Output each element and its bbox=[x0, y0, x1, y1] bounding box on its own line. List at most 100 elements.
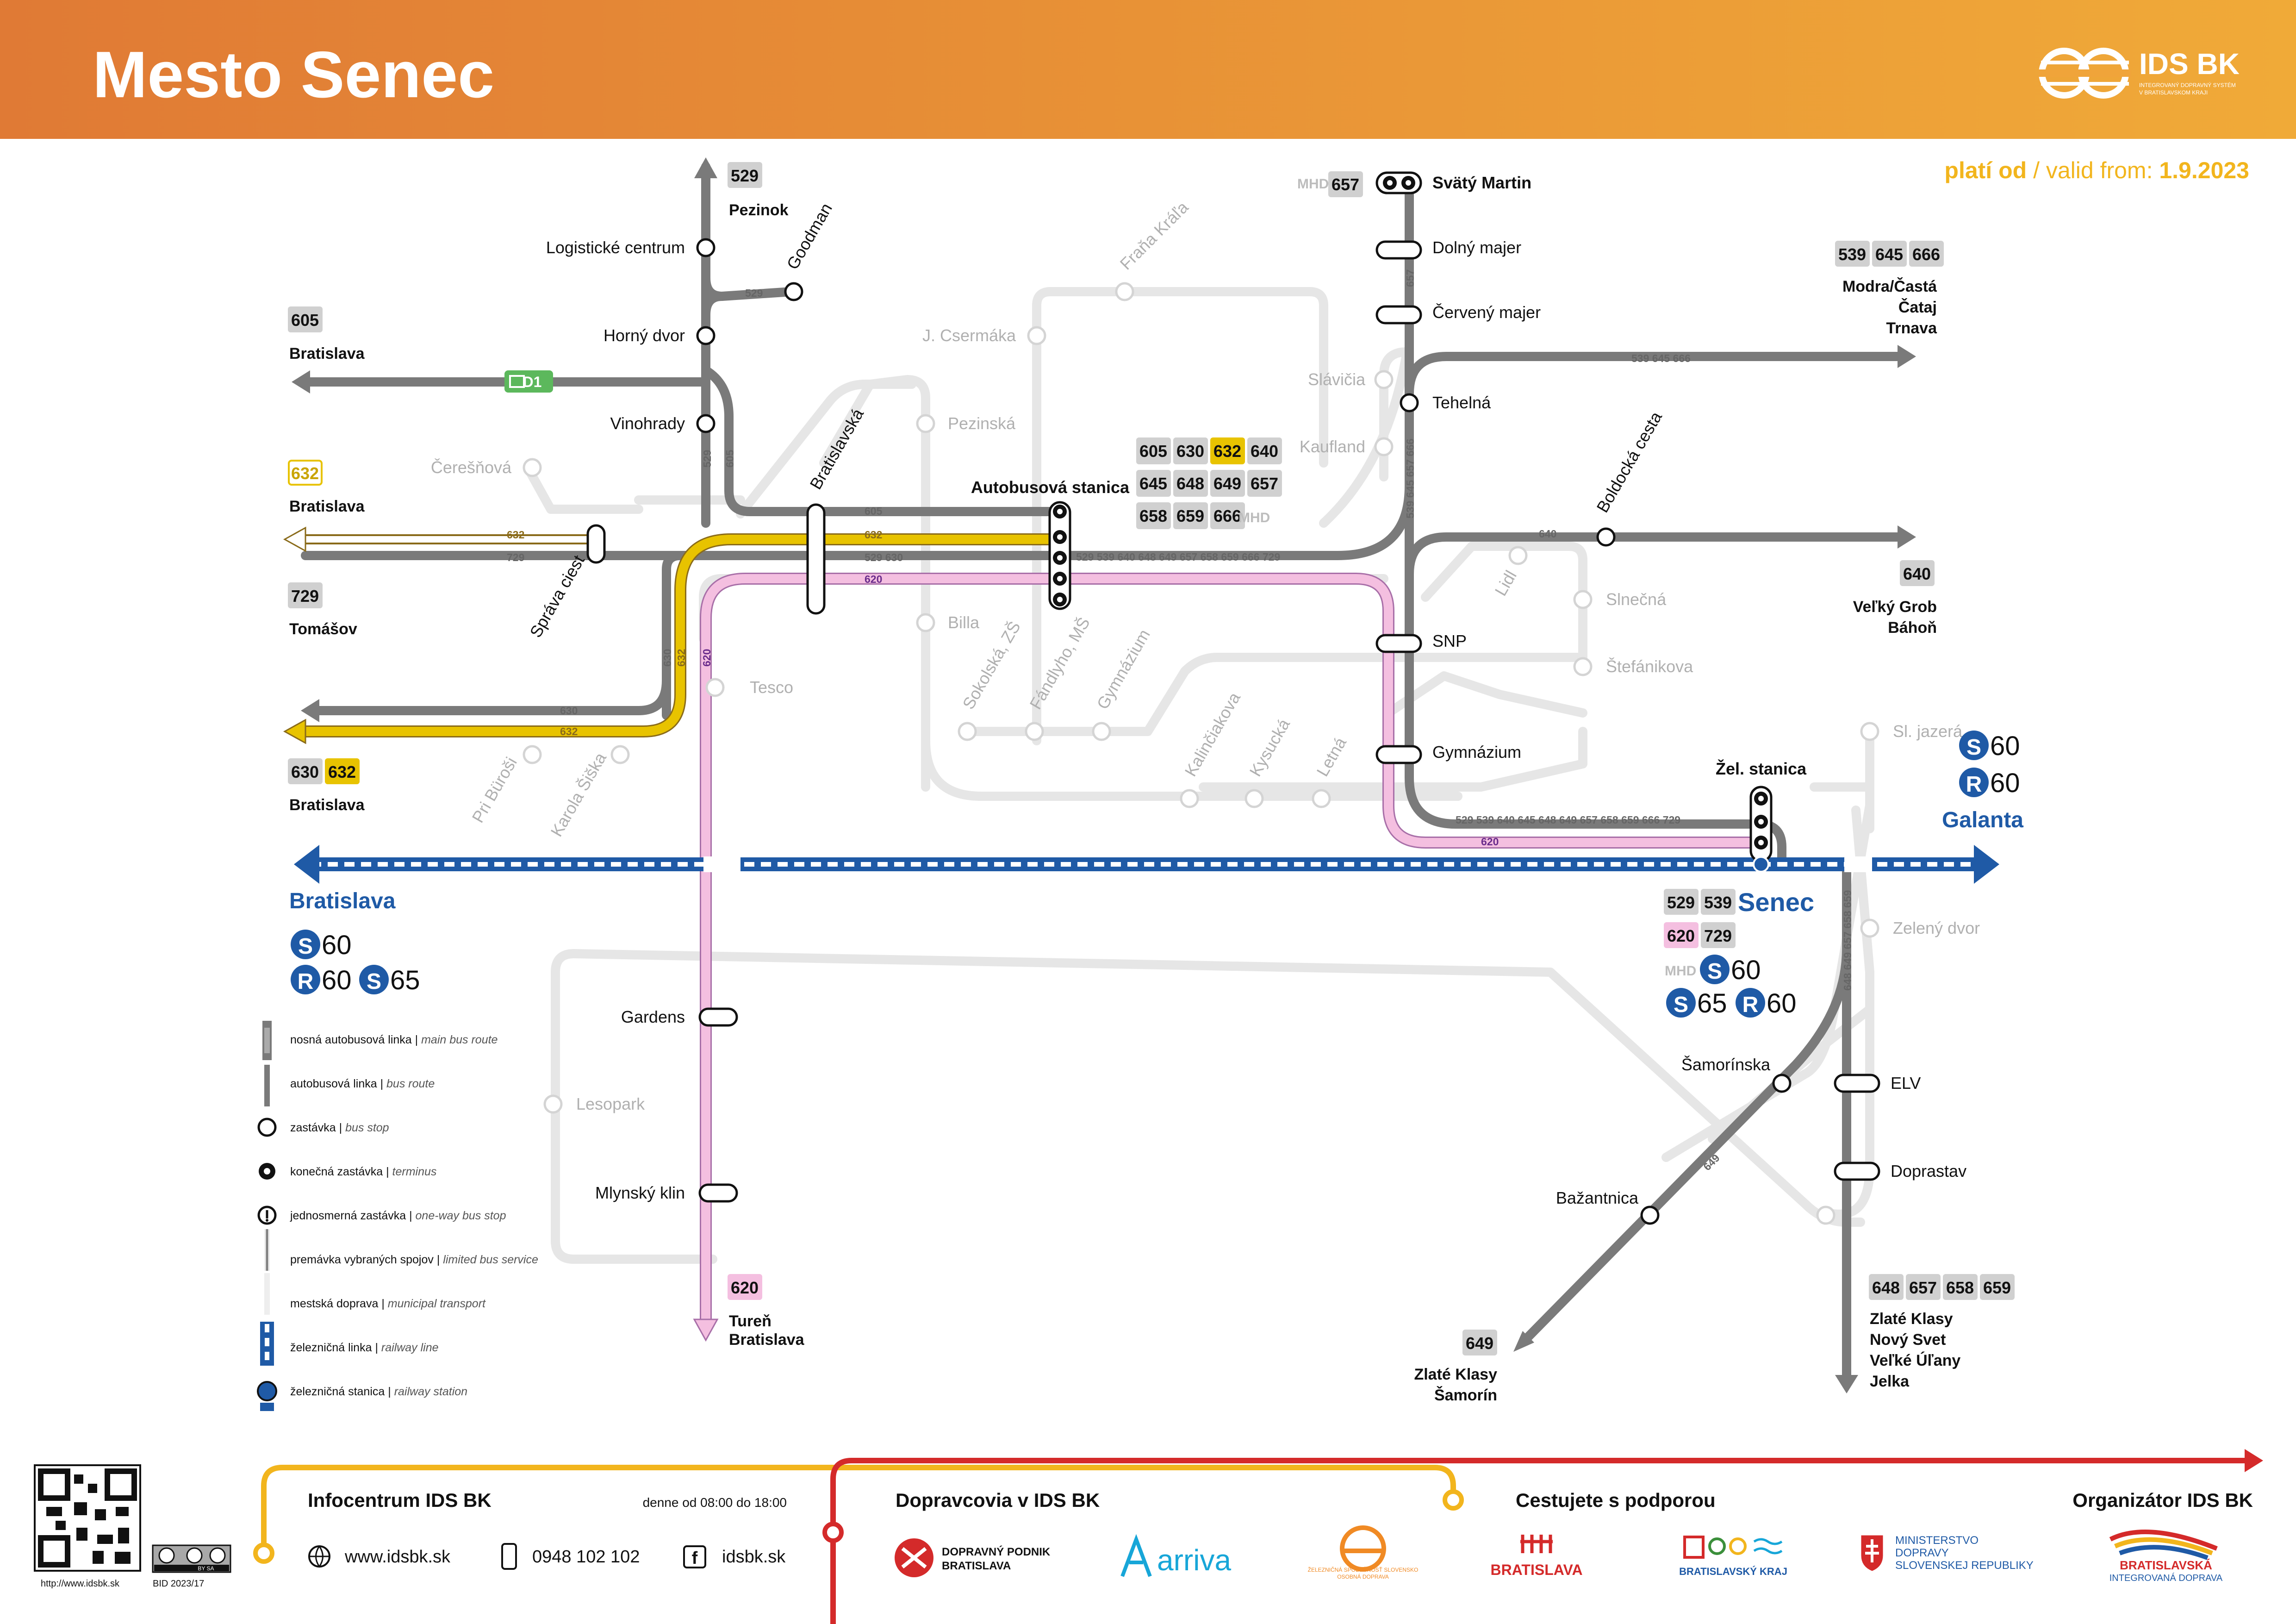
svg-text:648: 648 bbox=[1872, 1278, 1900, 1297]
svg-text:632: 632 bbox=[865, 529, 882, 541]
svg-text:539: 539 bbox=[1838, 245, 1866, 264]
stop-gardens bbox=[698, 1007, 738, 1027]
svg-text:MHD: MHD bbox=[1238, 510, 1270, 525]
svg-text:www.idsbk.sk: www.idsbk.sk bbox=[344, 1547, 451, 1567]
carriers-title: Dopravcovia v IDS BK bbox=[896, 1489, 1100, 1511]
route-632-limited bbox=[283, 526, 592, 552]
svg-text:60: 60 bbox=[1990, 768, 2020, 798]
svg-text:632: 632 bbox=[560, 725, 578, 737]
svg-text:60: 60 bbox=[322, 930, 352, 960]
svg-text:60: 60 bbox=[1767, 988, 1797, 1018]
autobusova-stanica-lines: 605 630 632 640 645 648 649 657 658 659 … bbox=[1136, 437, 1282, 529]
svg-text:539: 539 bbox=[1704, 893, 1732, 912]
svg-text:Nový Svet: Nový Svet bbox=[1870, 1331, 1946, 1349]
stop-bratislavska bbox=[806, 503, 826, 615]
stop-sprava-ciest bbox=[586, 524, 606, 564]
svg-text:649: 649 bbox=[1213, 474, 1241, 493]
svg-text:Veľké Úľany: Veľké Úľany bbox=[1870, 1352, 1960, 1369]
svg-text:666: 666 bbox=[1912, 245, 1940, 264]
svg-text:529: 529 bbox=[1667, 893, 1695, 912]
svg-text:S: S bbox=[298, 934, 313, 959]
railway-line[interactable] bbox=[294, 845, 1999, 884]
stop-gymnazium bbox=[1375, 745, 1422, 764]
stop-goodman bbox=[784, 282, 803, 301]
svg-text:Boldocká cesta: Boldocká cesta bbox=[1593, 408, 1666, 516]
south-line-badges: 648 657 658 659 bbox=[1869, 1274, 2015, 1300]
svg-text:BRATISLAVA: BRATISLAVA bbox=[942, 1560, 1011, 1572]
svg-text:529 539 640 648 649 657 658 65: 529 539 640 648 649 657 658 659 666 729 bbox=[1076, 551, 1280, 563]
svg-text:DOPRAVY: DOPRAVY bbox=[1895, 1547, 1949, 1559]
cc-license-badge: BY SA bbox=[152, 1544, 231, 1573]
svg-text:mestská doprava | municipal tr: mestská doprava | municipal transport bbox=[290, 1297, 486, 1310]
svg-text:premávka vybraných spojov | li: premávka vybraných spojov | limited bus … bbox=[290, 1253, 538, 1266]
support-title: Cestujete s podporou bbox=[1516, 1489, 1716, 1511]
support-ministry-logo: MINISTERSTVO DOPRAVY SLOVENSKEJ REPUBLIK… bbox=[1860, 1534, 2034, 1573]
svg-text:630: 630 bbox=[291, 762, 319, 781]
svg-text:620: 620 bbox=[1667, 926, 1695, 945]
legend: nosná autobusová linka | main bus route … bbox=[257, 1021, 538, 1411]
stop-bazantnica bbox=[1640, 1206, 1660, 1225]
svg-text:Zelený dvor: Zelený dvor bbox=[1893, 918, 1980, 937]
qr-code[interactable] bbox=[34, 1464, 141, 1572]
svg-text:Čataj: Čataj bbox=[1898, 298, 1937, 316]
svg-text:60: 60 bbox=[322, 965, 352, 995]
svg-text:Lesopark: Lesopark bbox=[576, 1094, 645, 1113]
svg-text:648 649 657 658 659: 648 649 657 658 659 bbox=[1842, 890, 1854, 991]
svg-text:Zlaté Klasy: Zlaté Klasy bbox=[1870, 1310, 1953, 1328]
svg-text:BRATISLAVSKÝ KRAJ: BRATISLAVSKÝ KRAJ bbox=[1679, 1566, 1787, 1577]
svg-text:729: 729 bbox=[1704, 926, 1732, 945]
web-link[interactable]: www.idsbk.sk bbox=[308, 1545, 451, 1568]
d1-motorway-sign: D1 bbox=[504, 370, 553, 393]
svg-text:Bratislava: Bratislava bbox=[289, 796, 365, 814]
license-code: BID 2023/17 bbox=[153, 1579, 204, 1589]
page-title: Mesto Senec bbox=[93, 38, 494, 112]
svg-text:Gymnázium: Gymnázium bbox=[1432, 743, 1521, 762]
footer: http://www.idsbk.sk BY SA BID 2023/17 In… bbox=[34, 1449, 2263, 1624]
svg-text:Bratislava: Bratislava bbox=[289, 889, 396, 913]
svg-text:jednosmerná zastávka | one-way: jednosmerná zastávka | one-way bus stop bbox=[290, 1209, 506, 1222]
svg-text:Billa: Billa bbox=[948, 613, 980, 632]
modra-line-badges: 539 645 666 bbox=[1835, 241, 1944, 267]
route-620 bbox=[693, 573, 1765, 1342]
svg-text:60: 60 bbox=[1990, 731, 2020, 761]
svg-text:529: 529 bbox=[701, 450, 713, 468]
svg-text:60: 60 bbox=[1731, 955, 1761, 985]
svg-text:632: 632 bbox=[675, 649, 687, 667]
svg-text:Trnava: Trnava bbox=[1886, 319, 1937, 337]
bus-stops bbox=[586, 171, 1880, 1225]
svg-text:529: 529 bbox=[745, 287, 763, 299]
svg-text:DOPRAVNÝ PODNIK: DOPRAVNÝ PODNIK bbox=[942, 1545, 1051, 1558]
carrier-zssk-logo: ŽELEZNIČNÁ SPOLOČNOSŤ SLOVENSKO OSOBNÁ D… bbox=[1308, 1525, 1419, 1580]
svg-text:Zlaté Klasy: Zlaté Klasy bbox=[1414, 1366, 1497, 1383]
phone-link[interactable]: 0948 102 102 bbox=[501, 1543, 640, 1570]
stop-vinohrady bbox=[696, 414, 716, 433]
svg-text:620: 620 bbox=[1481, 836, 1499, 848]
svg-text:Veľký Grob: Veľký Grob bbox=[1853, 598, 1937, 616]
svg-text:Šamorínska: Šamorínska bbox=[1681, 1055, 1771, 1074]
svg-text:ŽELEZNIČNÁ SPOLOČNOSŤ SLOVENSK: ŽELEZNIČNÁ SPOLOČNOSŤ SLOVENSKO bbox=[1308, 1566, 1419, 1573]
svg-text:BRATISLAVSKÁ: BRATISLAVSKÁ bbox=[2120, 1558, 2212, 1572]
svg-text:729: 729 bbox=[507, 551, 524, 563]
svg-text:železničná stanica | railway s: železničná stanica | railway station bbox=[290, 1385, 467, 1398]
svg-text:Kysucká: Kysucká bbox=[1245, 715, 1294, 780]
stop-snp bbox=[1375, 634, 1422, 653]
svg-text:Pezinok: Pezinok bbox=[729, 201, 789, 219]
svg-text:640: 640 bbox=[1251, 442, 1278, 461]
svg-text:R: R bbox=[1966, 772, 1982, 797]
svg-text:Modra/Častá: Modra/Častá bbox=[1842, 277, 1937, 295]
svg-text:autobusová linka | bus route: autobusová linka | bus route bbox=[290, 1077, 435, 1090]
facebook-link[interactable]: f idsbk.sk bbox=[683, 1545, 786, 1568]
svg-text:Pri Büroši: Pri Büroši bbox=[468, 754, 521, 826]
svg-text:666: 666 bbox=[1213, 506, 1241, 525]
svg-text:649: 649 bbox=[1466, 1334, 1493, 1353]
svg-text:S: S bbox=[1674, 993, 1688, 1017]
svg-text:Tomášov: Tomášov bbox=[289, 620, 357, 638]
svg-text:Čerešňová: Čerešňová bbox=[431, 458, 512, 477]
infocentrum-hours: denne od 08:00 do 18:00 bbox=[643, 1495, 787, 1510]
senec-station: Senec 529 539 620 729 MHD S 60 S 65 R 60 bbox=[1664, 887, 1814, 1018]
svg-text:632: 632 bbox=[507, 529, 524, 541]
svg-text:632: 632 bbox=[291, 464, 319, 483]
svg-text:539 645 657 666: 539 645 657 666 bbox=[1404, 438, 1416, 518]
carrier-arriva-logo: arriva bbox=[1120, 1534, 1231, 1577]
